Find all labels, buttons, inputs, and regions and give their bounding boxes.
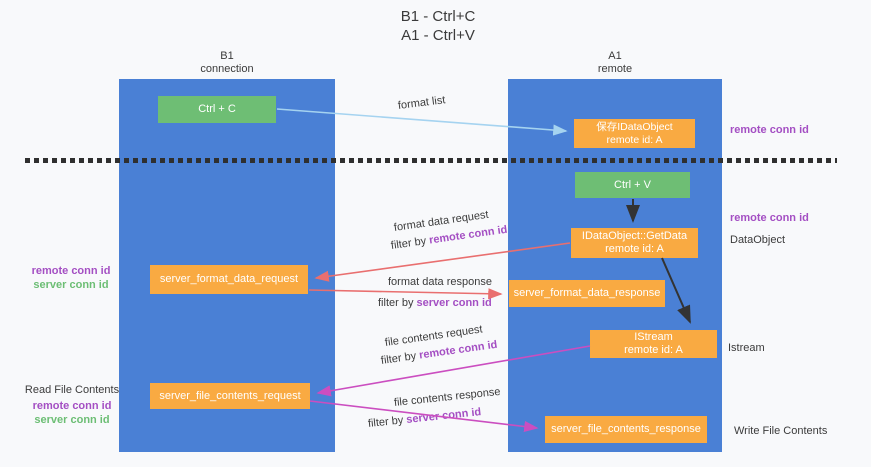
- lane-a1-name: A1: [608, 50, 622, 62]
- node-ctrl-c-label: Ctrl + C: [198, 103, 236, 115]
- node-save-idataobject: 保存IDataObject remote id: A: [574, 119, 695, 148]
- node-ctrl-v: Ctrl + V: [575, 172, 690, 198]
- node-istream-line1: IStream: [634, 331, 673, 343]
- flow-label-format-data-response: format data response: [388, 276, 492, 288]
- annotation-left-server-conn-id-2: server conn id: [34, 414, 110, 426]
- node-server-format-data-response-label: server_format_data_response: [513, 287, 661, 299]
- annotation-istream: Istream: [728, 342, 765, 354]
- annotation-dataobject: DataObject: [730, 234, 786, 246]
- flow-filter-format-data-response: filter by server conn id: [378, 297, 492, 309]
- node-idataobject-getdata-line2: remote id: A: [605, 243, 664, 255]
- annotation-left-remote-conn-id-1: remote conn id: [31, 265, 111, 277]
- flow-label-file-contents-response: file contents response: [393, 385, 502, 409]
- node-server-format-data-response: server_format_data_response: [509, 280, 665, 307]
- filter-key-server-conn-id: server conn id: [416, 297, 492, 309]
- node-server-format-data-request: server_format_data_request: [150, 265, 308, 294]
- filter-by-prefix: filter by: [390, 235, 427, 252]
- node-save-idataobject-line1: 保存IDataObject: [596, 120, 673, 133]
- diagram-title-line1: B1 - Ctrl+C: [400, 8, 476, 25]
- annotation-write-file-contents: Write File Contents: [734, 425, 828, 437]
- node-idataobject-getdata: IDataObject::GetData remote id: A: [571, 228, 698, 258]
- diagram-title-line2: A1 - Ctrl+V: [401, 27, 475, 44]
- node-istream-line2: remote id: A: [624, 344, 683, 356]
- annotation-left-server-conn-id-1: server conn id: [33, 279, 109, 291]
- annotation-group-file: Read File Contents remote conn id server…: [20, 383, 124, 427]
- lane-b1-role: connection: [200, 63, 254, 75]
- annotation-left-remote-conn-id-2: remote conn id: [32, 400, 112, 412]
- node-ctrl-c: Ctrl + C: [158, 96, 276, 123]
- arrow-format-data-response: [308, 288, 503, 300]
- flow-label-format-list: format list: [397, 94, 447, 112]
- node-server-format-data-request-label: server_format_data_request: [159, 273, 299, 285]
- lane-b1-name: B1: [220, 50, 234, 62]
- node-ctrl-v-label: Ctrl + V: [614, 178, 651, 191]
- node-server-file-contents-request-label: server_file_contents_request: [159, 389, 301, 402]
- annotation-remote-conn-id-top: remote conn id: [730, 124, 809, 136]
- annotation-read-file-contents: Read File Contents: [24, 384, 120, 396]
- filter-by-prefix: filter by: [380, 350, 417, 367]
- filter-by-prefix: filter by: [378, 297, 414, 309]
- lane-a1-role: remote: [597, 63, 633, 75]
- diagram-title: B1 - Ctrl+C A1 - Ctrl+V: [338, 7, 538, 45]
- annotation-group-format: remote conn id server conn id: [25, 264, 117, 292]
- annotation-remote-conn-id-mid: remote conn id: [730, 212, 809, 224]
- node-server-file-contents-request: server_file_contents_request: [150, 383, 310, 409]
- lane-header-b1: B1 connection: [119, 50, 335, 76]
- filter-by-prefix: filter by: [367, 414, 404, 430]
- flow-filter-file-contents-response: filter by server conn id: [367, 406, 481, 430]
- lane-header-a1: A1 remote: [508, 50, 722, 76]
- filter-key-server-conn-id: server conn id: [405, 406, 482, 426]
- node-server-file-contents-response: server_file_contents_response: [545, 416, 707, 443]
- node-istream: IStream remote id: A: [590, 330, 717, 358]
- node-server-file-contents-response-label: server_file_contents_response: [551, 423, 701, 435]
- node-idataobject-getdata-line1: IDataObject::GetData: [581, 230, 688, 242]
- node-save-idataobject-line2: remote id: A: [606, 133, 663, 146]
- dashed-separator-line: [25, 158, 837, 163]
